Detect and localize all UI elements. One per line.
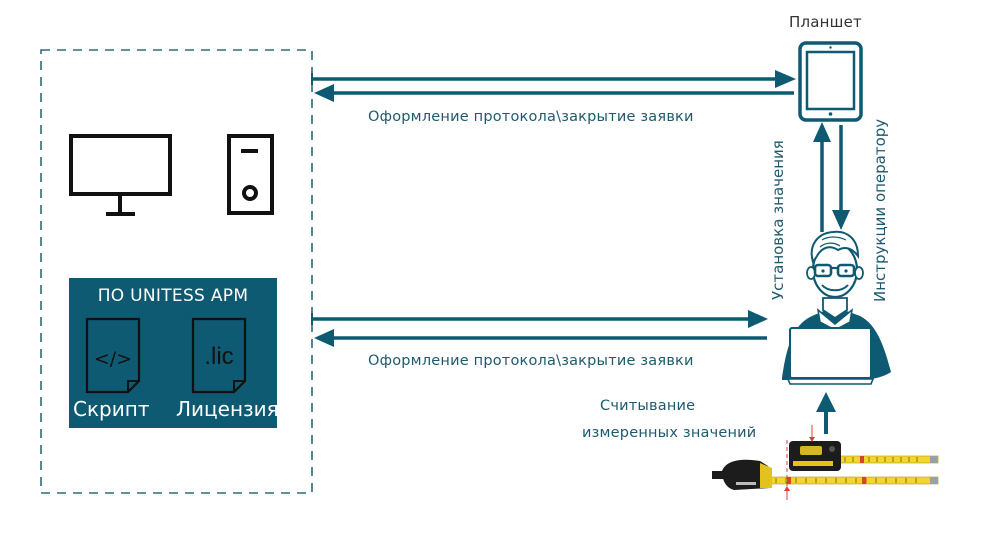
arrow-tablet-to-operator (832, 125, 850, 230)
arrow-workstation-to-operator (311, 310, 768, 328)
license-file-glyph: .lic (204, 343, 233, 370)
software-package-panel: ПО UNITESS АРМ </> .lic Скрипт Лицензия (69, 278, 279, 428)
operator-to-tablet-label: Установка значения (769, 140, 787, 300)
software-title: ПО UNITESS АРМ (97, 286, 249, 306)
arrow-operator-to-workstation (314, 329, 767, 347)
arrow-workstation-to-tablet (311, 70, 796, 88)
workstation-tablet-arrow-label: Оформление протокола\закрытие заявки (368, 109, 694, 125)
tablet-label: Планшет (789, 13, 862, 31)
tablet-icon (798, 41, 863, 122)
arrow-operator-to-tablet (813, 122, 831, 232)
code-file-icon: </> (85, 317, 141, 394)
arrow-measurement-to-operator (816, 392, 836, 434)
workstation-boundary (40, 49, 313, 494)
workstation-operator-arrow-label: Оформление протокола\закрытие заявки (368, 353, 694, 369)
tablet-to-operator-label: Инструкции оператору (871, 118, 889, 302)
reading-label-line1: Считывание (600, 398, 696, 414)
license-caption: Лицензия (176, 397, 279, 421)
tape-measure-icon (712, 425, 939, 500)
software-files: </> .lic (85, 317, 247, 394)
script-caption: Скрипт (73, 397, 150, 421)
monitor-icon (69, 134, 172, 216)
arrow-tablet-to-workstation (314, 84, 794, 102)
license-file-icon: .lic (191, 317, 247, 394)
reading-label-line2: измеренных значений (582, 425, 757, 441)
pc-tower-icon (227, 134, 274, 215)
code-file-glyph: </> (94, 348, 132, 370)
operator-with-laptop-icon (782, 230, 891, 385)
